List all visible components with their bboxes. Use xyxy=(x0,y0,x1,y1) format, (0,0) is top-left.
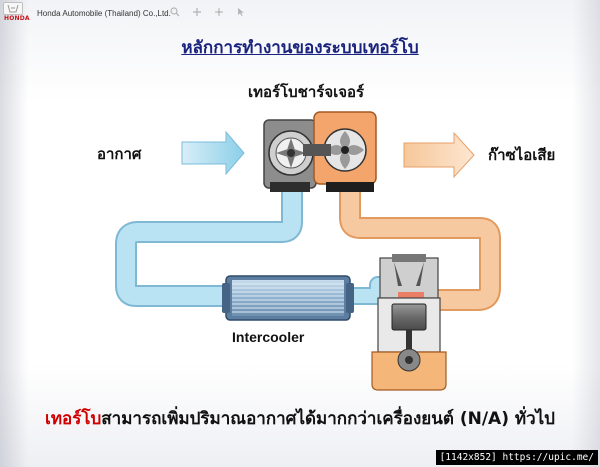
plus-icon[interactable] xyxy=(187,5,207,19)
slide-right-shadow xyxy=(572,0,600,467)
cursor-icon[interactable] xyxy=(231,5,251,19)
viewer-toolbar xyxy=(165,5,251,21)
search-icon[interactable] xyxy=(165,5,185,19)
exhaust-label: ก๊าซไอเสีย xyxy=(488,146,556,164)
engine-cylinder-icon xyxy=(371,254,447,391)
turbocharger-icon xyxy=(263,111,377,192)
air-intake-arrow xyxy=(181,130,245,176)
slide-left-shadow xyxy=(0,0,28,467)
viewer-topbar: HONDA Honda Automobile (Thailand) Co.,Lt… xyxy=(0,0,290,28)
move-icon[interactable] xyxy=(209,5,229,19)
slide-caption: เทอร์โบสามารถเพิ่มปริมาณอากาศได้มากกว่าเ… xyxy=(0,405,600,432)
caption-text: สามารถเพิ่มปริมาณอากาศได้มากกว่าเครื่องย… xyxy=(101,409,555,429)
brand-name: HONDA xyxy=(4,15,30,22)
image-watermark: [1142x852] https://upic.me/ xyxy=(435,450,598,465)
exhaust-out-arrow xyxy=(403,131,475,179)
intercooler-label: Intercooler xyxy=(232,329,305,345)
caption-highlight: เทอร์โบ xyxy=(45,409,102,429)
slide-title: หลักการทำงานของระบบเทอร์โบ xyxy=(181,38,419,58)
company-name: Honda Automobile (Thailand) Co.,Ltd. xyxy=(37,9,171,18)
turbocharger-label: เทอร์โบชาร์จเจอร์ xyxy=(248,83,365,101)
honda-logo-icon xyxy=(3,2,23,15)
intercooler-icon xyxy=(222,275,354,321)
air-label: อากาศ xyxy=(97,145,142,163)
